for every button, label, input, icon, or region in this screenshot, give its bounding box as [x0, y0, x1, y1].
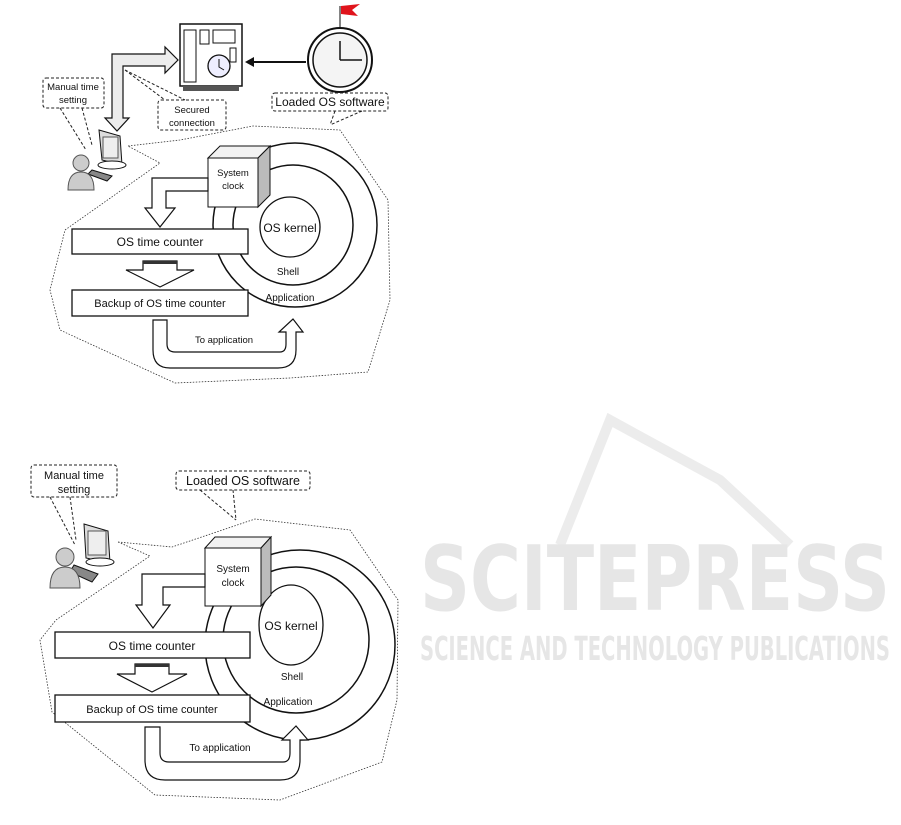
- os-time-counter-label: OS time counter: [117, 235, 204, 249]
- application-label: Application: [264, 697, 313, 708]
- shell-label: Shell: [277, 267, 299, 278]
- backup-arrow: [116, 663, 188, 693]
- os-kernel-label: OS kernel: [263, 221, 316, 235]
- os-time-counter-box: [71, 228, 249, 255]
- watermark-logo-strokes: [555, 412, 794, 549]
- loaded-os-region: [39, 518, 399, 801]
- watermark: SCITEPRESS SCIENCE AND TECHNOLOGY PUBLIC…: [420, 412, 890, 668]
- user-computer-icon: [49, 523, 115, 589]
- secured-connection-arrow: [103, 45, 179, 132]
- manual-time-label-1: Manual time: [44, 470, 104, 482]
- diagram-bottom: Manual time setting Loaded OS software O…: [30, 464, 399, 801]
- loaded-os-label: Loaded OS software: [186, 474, 300, 488]
- backup-arrow-bar: [143, 261, 177, 264]
- loaded-os-label: Loaded OS software: [275, 95, 385, 109]
- manual-time-label-1: Manual time: [47, 82, 99, 93]
- os-kernel-label: OS kernel: [264, 619, 317, 633]
- system-clock-cube: System clock: [203, 535, 273, 608]
- manual-time-callout: Manual time setting: [30, 464, 118, 546]
- backup-arrow: [125, 260, 195, 288]
- clock-to-counter-arrow: [134, 573, 206, 630]
- system-clock-label-2: clock: [222, 578, 246, 589]
- system-clock-label-1: System: [217, 168, 249, 179]
- os-time-counter-box: [54, 631, 251, 659]
- secured-label-1: Secured: [174, 105, 209, 116]
- os-kernel-circle: [259, 196, 321, 258]
- system-clock-cube: System clock: [206, 144, 272, 209]
- backup-label: Backup of OS time counter: [94, 298, 226, 310]
- secured-connection-callout: Secured connection: [124, 69, 227, 131]
- backup-box: [71, 289, 249, 317]
- backup-label: Backup of OS time counter: [86, 704, 218, 716]
- loaded-os-callout: Loaded OS software: [175, 470, 311, 521]
- user-computer-icon: [67, 129, 127, 191]
- manual-time-label-2: setting: [59, 95, 87, 106]
- loaded-os-region: [49, 125, 391, 384]
- system-clock-label-1: System: [216, 564, 249, 575]
- backup-box: [54, 694, 251, 723]
- motherboard-icon: [179, 23, 243, 91]
- clock-to-counter-arrow: [143, 177, 209, 228]
- application-label: Application: [266, 293, 315, 304]
- clock-icon: [307, 4, 373, 93]
- manual-time-callout: Manual time setting: [42, 77, 105, 151]
- shell-label: Shell: [281, 672, 303, 683]
- to-application-label: To application: [195, 335, 253, 346]
- watermark-title: SCITEPRESS: [420, 527, 890, 632]
- to-application-arrow: [152, 318, 305, 369]
- diagram-top: Manual time setting Secured connection L…: [42, 4, 391, 384]
- os-kernel-circle: [258, 584, 324, 666]
- loaded-os-callout: Loaded OS software: [271, 92, 389, 126]
- clock-to-board-arrowhead: [245, 57, 254, 67]
- manual-time-label-2: setting: [58, 484, 90, 496]
- watermark-subtitle: SCIENCE AND TECHNOLOGY PUBLICATIONS: [420, 629, 890, 668]
- secured-label-2: connection: [169, 118, 215, 129]
- os-time-counter-label: OS time counter: [109, 639, 196, 653]
- to-application-label: To application: [189, 743, 250, 754]
- to-application-arrow: [144, 725, 310, 781]
- system-clock-label-2: clock: [222, 181, 244, 192]
- backup-arrow-bar: [135, 664, 169, 667]
